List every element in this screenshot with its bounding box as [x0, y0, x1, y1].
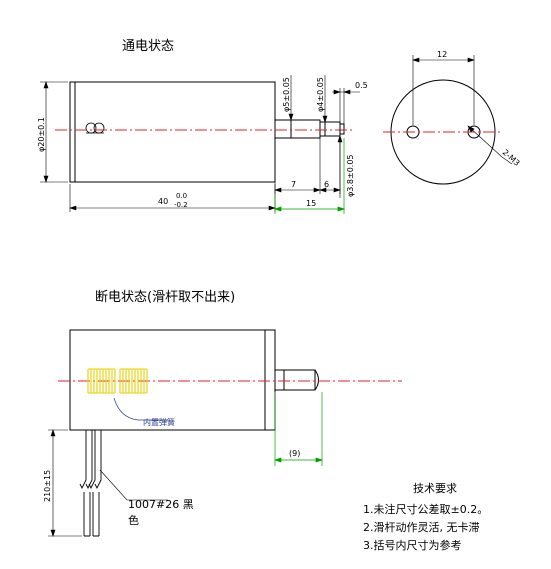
- thread-leader: [467, 125, 513, 165]
- dim-body-length: [69, 184, 276, 212]
- dim-body-diameter: [40, 81, 68, 183]
- notes-item-3: 3.括号内尺寸为参考: [363, 538, 462, 552]
- dim-lead-length: [48, 429, 82, 537]
- label-tip-end: 0.5: [355, 81, 368, 90]
- label-tip-diameter: φ4±0.05: [316, 77, 325, 112]
- dim-segments: [274, 136, 341, 194]
- label-thread: 2-M3: [501, 148, 522, 168]
- label-length: 40: [158, 197, 168, 206]
- label-seg2: 6: [324, 180, 329, 189]
- title-energized: 通电状态: [122, 39, 174, 54]
- label-length-tol-low: -0.2: [174, 201, 188, 209]
- bottom-solenoid-body: [69, 329, 276, 431]
- label-wire-line2: 色: [128, 513, 139, 527]
- notes-title: 技术要求: [413, 482, 457, 495]
- lead-wires: [79, 430, 102, 537]
- top-solenoid-body: [69, 81, 276, 183]
- label-spring: 内置弹簧: [143, 417, 175, 427]
- label-stroke-off: (9): [289, 449, 300, 458]
- notes-item-1: 1.未注尺寸公差取±0.2。: [363, 502, 488, 516]
- dim-stroke-off: [273, 392, 324, 466]
- label-plunger-diameter: φ5±0.05: [282, 77, 291, 112]
- dim-plunger-diameters: [288, 75, 360, 124]
- spring-leader: [113, 397, 168, 421]
- internal-spring: [87, 368, 148, 394]
- label-length-tol-up: 0.0: [176, 192, 187, 200]
- notes-item-2: 2.滑杆动作灵活, 无卡滞: [363, 520, 480, 534]
- top-plunger: [274, 119, 345, 139]
- label-end-width: 12: [437, 50, 447, 59]
- dim-stroke: [273, 138, 346, 214]
- label-stroke: 15: [306, 199, 316, 208]
- dim-end-width: [412, 55, 475, 125]
- label-groove-diameter: φ3.8±0.05: [346, 154, 355, 197]
- rear-slot: [85, 122, 105, 134]
- label-lead-length: 210±15: [43, 470, 52, 502]
- wire-leader: [99, 469, 168, 501]
- label-wire-line1: 1007#26 黑: [128, 498, 194, 511]
- label-seg1: 7: [291, 180, 296, 189]
- bottom-plunger: [274, 369, 319, 391]
- title-de-energized: 断电状态(滑杆取不出来): [95, 290, 235, 305]
- label-body-diameter: φ20±0.1: [37, 117, 46, 152]
